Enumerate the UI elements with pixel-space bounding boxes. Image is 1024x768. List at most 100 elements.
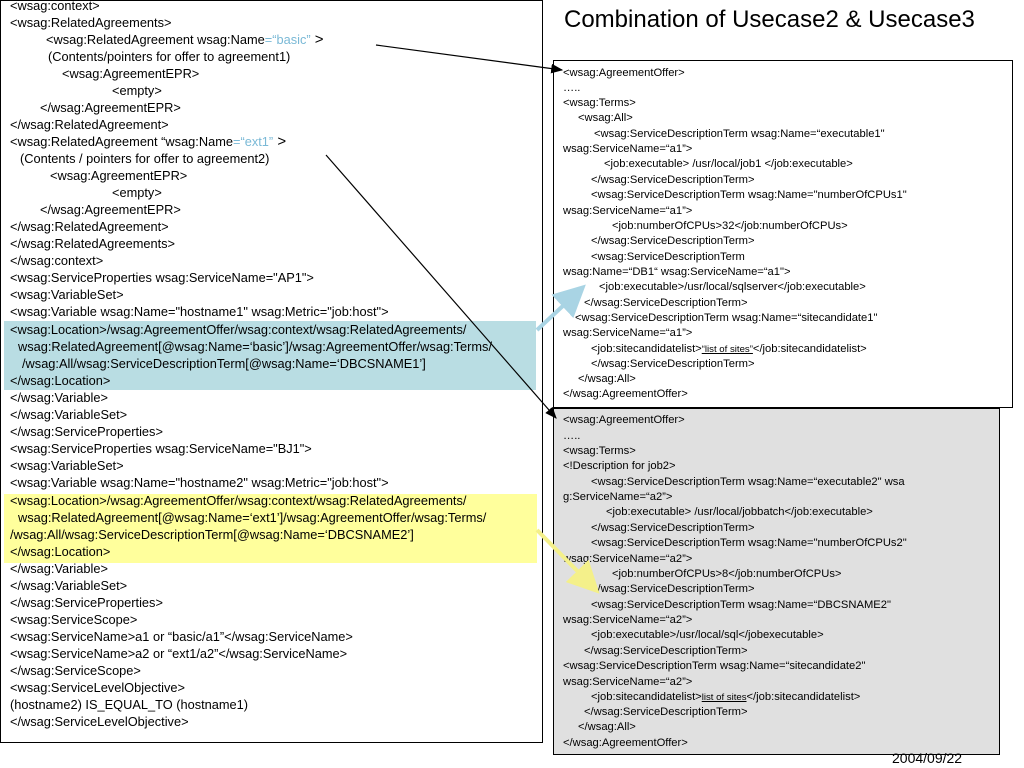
xml-line: <wsag:ServiceLevelObjective> [10,679,185,696]
xml-line: </wsag:Variable> [10,560,108,577]
offer-b-line-text: <wsag:ServiceDescriptionTerm wsag:Name=“… [591,599,891,611]
offer-b-line-text: <job:sitecandidatelist> [591,691,702,703]
xml-line: (hostname2) IS_EQUAL_TO (hostname1) [10,696,248,713]
arrow-dbcsname1-to-db1 [535,284,586,332]
offer-a-line-text: <wsag:Terms> [563,97,636,109]
xml-line: <wsag:RelatedAgreement “wsag:Name=“ext1”… [10,133,286,150]
xml-line: <wsag:ServiceName>a2 or “ext1/a2”</wsag:… [10,645,347,662]
offer-b-line: </wsag:All> [578,720,636,735]
offer-b-line: g:ServiceName=“a2”> [563,490,672,505]
offer-a-line: <wsag:ServiceDescriptionTerm [591,250,745,265]
offer-b-line-text: <job:numberOfCPUs>8</job:numberOfCPUs> [612,568,842,580]
xml-line-text: <wsag:Variable wsag:Name="hostname2" wsa… [10,475,389,490]
offer-a-line: <wsag:AgreementOffer> [563,66,685,81]
location-highlight-basic [4,321,536,390]
xml-line-tail: > [310,31,324,48]
offer-b-line: <job:executable> /usr/local/jobbatch</jo… [606,505,873,520]
site-list-link[interactable]: “list of sites” [701,344,753,355]
xml-line: <wsag:Location>/wsag:AgreementOffer/wsag… [10,492,466,509]
xml-line: <wsag:Variable wsag:Name="hostname1" wsa… [10,303,389,320]
xml-line-text: </wsag:RelatedAgreement> [10,219,169,234]
offer-a-line-text: <job:numberOfCPUs>32</job:numberOfCPUs> [612,220,848,232]
offer-a-line-text: </wsag:All> [578,373,636,385]
xml-line: <wsag:ServiceProperties wsag:ServiceName… [10,440,312,457]
xml-line: </wsag:ServiceProperties> [10,594,163,611]
xml-line-text: </wsag:ServiceProperties> [10,595,163,610]
offer-a-line: wsag:ServiceName=“a1”> [563,326,692,341]
offer-a-line-text: ….. [563,82,581,94]
xml-line: <wsag:AgreementEPR> [50,167,187,184]
xml-line-text: <wsag:ServiceProperties wsag:ServiceName… [10,270,314,285]
offer-b-line-text: <job:executable>/usr/local/sql</jobexecu… [591,629,824,641]
offer-a-line-text: wsag:ServiceName=“a1”> [563,205,693,217]
xml-line: <wsag:RelatedAgreement wsag:Name=“basic”… [46,31,324,48]
xml-line-text: /wsag:All/wsag:ServiceDescriptionTerm[@w… [22,356,426,371]
offer-a-line-text: </wsag:ServiceDescriptionTerm> [591,358,755,370]
offer-b-line-text: g:ServiceName=“a2”> [563,491,673,503]
xml-line-text: </wsag:Variable> [10,561,108,576]
xml-line: </wsag:Location> [10,372,110,389]
offer-b-line-text: </wsag:ServiceDescriptionTerm> [584,645,748,657]
offer-a-line-text: <wsag:ServiceDescriptionTerm wsag:Name=“… [594,128,885,140]
xml-line: <wsag:Location>/wsag:AgreementOffer/wsag… [10,321,466,338]
offer-b-line: <wsag:AgreementOffer> [563,413,685,428]
xml-line: </wsag:RelatedAgreement> [10,218,169,235]
xml-line-text: <empty> [112,83,162,98]
offer-b-line-tail: </job:sitecandidatelist> [746,691,861,703]
site-list-link[interactable]: list of sites [701,692,747,703]
xml-line-text: </wsag:context> [10,253,104,268]
xml-line: /wsag:All/wsag:ServiceDescriptionTerm[@w… [10,526,414,543]
xml-line-text: <wsag:AgreementEPR> [50,168,188,183]
xml-line-text: </wsag:AgreementEPR> [40,100,181,115]
xml-line-tail: > [273,133,287,150]
xml-line: <wsag:AgreementEPR> [62,65,199,82]
xml-line: </wsag:Variable> [10,389,108,406]
offer-a-line: </wsag:All> [578,372,636,387]
xml-line-text: wsag:RelatedAgreement[@wsag:Name=‘ext1’]… [18,510,487,525]
xml-line-text: </wsag:Variable> [10,390,108,405]
xml-line: <wsag:ServiceProperties wsag:ServiceName… [10,269,314,286]
offer-a-line-text: <job:sitecandidatelist> [591,343,702,355]
offer-b-line: <!Description for job2> [563,459,676,474]
xml-line-text: <wsag:ServiceLevelObjective> [10,680,185,695]
offer-b-line: <wsag:ServiceDescriptionTerm wsag:Name="… [591,536,907,551]
xml-line-text: <wsag:AgreementEPR> [62,66,200,81]
offer-b-line-text: wsag:ServiceName=“a2”> [563,676,693,688]
offer-b-line: <wsag:ServiceDescriptionTerm wsag:Name=“… [563,659,865,674]
offer-b-line: <job:numberOfCPUs>8</job:numberOfCPUs> [612,567,841,582]
offer-b-line: <wsag:ServiceDescriptionTerm wsag:Name=“… [591,475,905,490]
xml-line: <wsag:ServiceScope> [10,611,137,628]
offer-a-line: wsag:Name=“DB1“ wsag:ServiceName=“a1"> [563,265,791,280]
offer-b-line-text: <wsag:ServiceDescriptionTerm wsag:Name=“… [563,660,866,672]
offer-b-line: </wsag:ServiceDescriptionTerm> [591,521,755,536]
xml-line: <empty> [112,82,162,99]
offer-b-line-text: </wsag:ServiceDescriptionTerm> [591,583,755,595]
xml-line: </wsag:context> [10,252,103,269]
xml-line-text: <empty> [112,185,162,200]
offer-a-line-text: <wsag:All> [578,112,633,124]
xml-line-text: <wsag:Location>/wsag:AgreementOffer/wsag… [10,322,467,337]
xml-line-text: </wsag:Location> [10,373,111,388]
offer-b-line-text: </wsag:ServiceDescriptionTerm> [591,522,755,534]
xml-line-text: <wsag:Variable wsag:Name="hostname1" wsa… [10,304,389,319]
xml-line-text: </wsag:AgreementEPR> [40,202,181,217]
offer-a-line: <wsag:Terms> [563,96,636,111]
attribute-value: =“basic” [264,32,311,47]
xml-line: </wsag:ServiceScope> [10,662,141,679]
offer-a-line: </wsag:ServiceDescriptionTerm> [584,296,748,311]
offer-a-line: </wsag:ServiceDescriptionTerm> [591,173,755,188]
offer-b-line: <wsag:Terms> [563,444,636,459]
xml-line-text: <wsag:context> [10,0,100,13]
offer-a-line: </wsag:AgreementOffer> [563,387,688,402]
agreement-offer-basic-panel [553,60,1013,408]
offer-a-line-tail: </job:sitecandidatelist> [752,343,867,355]
offer-a-line-text: </wsag:ServiceDescriptionTerm> [591,235,755,247]
location-highlight-ext1 [4,494,537,563]
offer-a-line-text: </wsag:ServiceDescriptionTerm> [591,174,755,186]
xml-line-text: /wsag:All/wsag:ServiceDescriptionTerm[@w… [10,527,414,542]
xml-line-text: </wsag:VariableSet> [10,407,128,422]
xml-line: <wsag:context> [10,0,100,14]
offer-a-line: <job:sitecandidatelist>“list of sites”</… [591,342,867,357]
xml-line-text: </wsag:RelatedAgreements> [10,236,176,251]
